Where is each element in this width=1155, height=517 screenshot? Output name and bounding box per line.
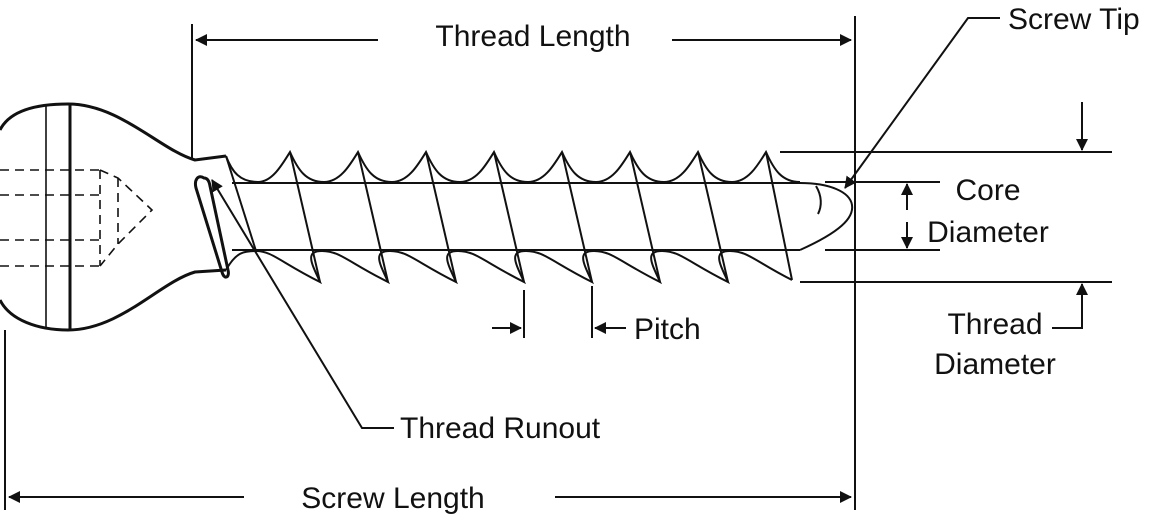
thread-runout-callout: Thread Runout xyxy=(211,179,601,445)
core-diameter-label: Diameter xyxy=(927,216,1049,249)
thread-length-dimension: Thread Length xyxy=(191,16,856,510)
screw-tip-callout: Screw Tip xyxy=(844,3,1140,189)
thread-runout-label: Thread Runout xyxy=(400,412,601,445)
diameter-dimensions: Core Diameter Thread Diameter xyxy=(780,102,1112,381)
screw-shank xyxy=(225,149,801,285)
thread-label: Thread xyxy=(947,308,1042,341)
pitch-dimension: Pitch xyxy=(492,286,701,346)
screw-length-dimension: Screw Length xyxy=(4,330,852,515)
screw-tip-label: Screw Tip xyxy=(1008,3,1140,36)
screw-head xyxy=(0,102,227,332)
screw-tip-shape xyxy=(799,182,854,251)
thread-diameter-label: Diameter xyxy=(934,348,1056,381)
pitch-label: Pitch xyxy=(634,313,701,346)
screw-length-label: Screw Length xyxy=(301,482,484,515)
core-label: Core xyxy=(955,174,1020,207)
thread-length-label: Thread Length xyxy=(435,20,630,53)
thread-runout-feature xyxy=(194,175,230,279)
